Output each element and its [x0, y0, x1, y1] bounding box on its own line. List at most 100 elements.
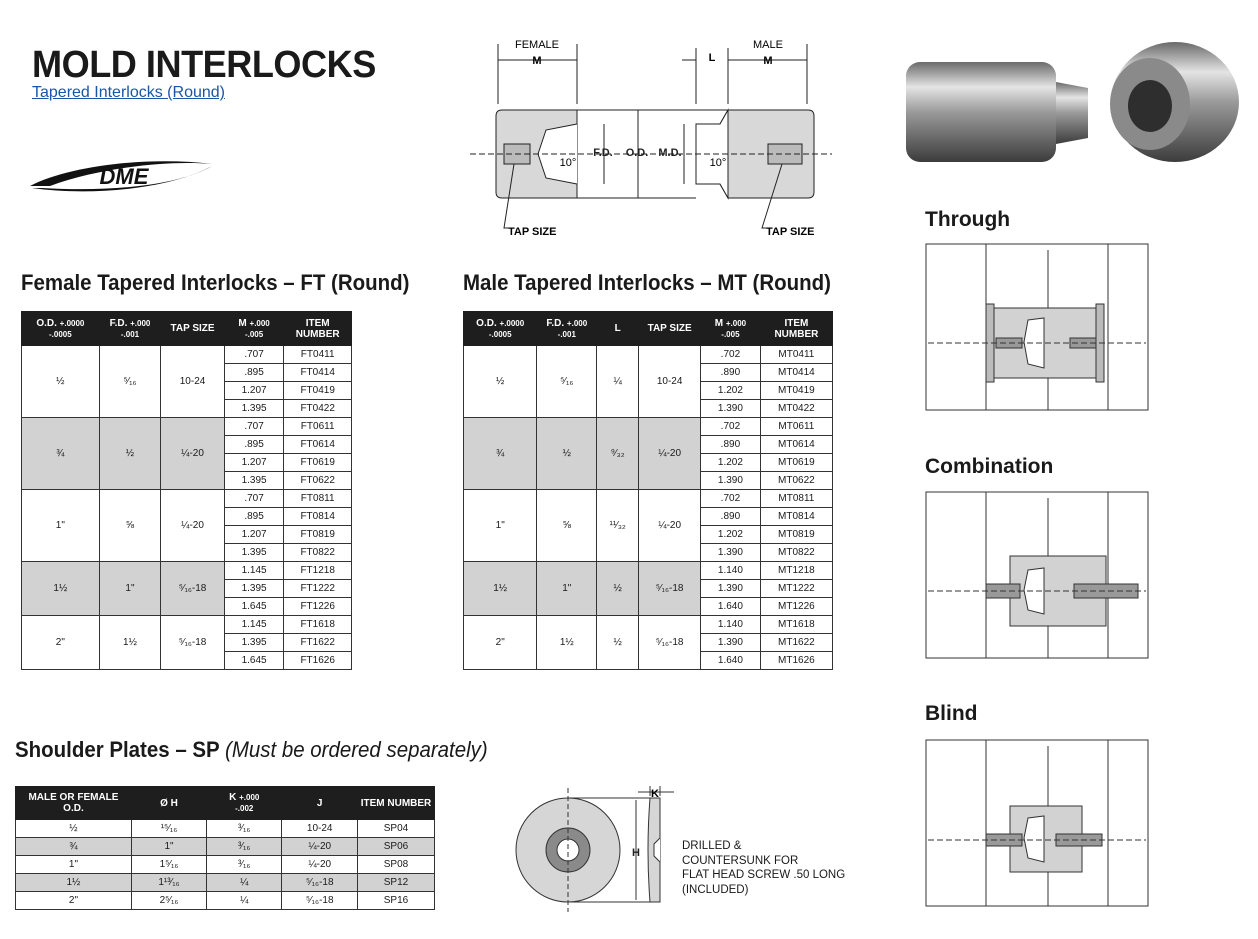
mt-cell-m: 1.140: [700, 561, 761, 580]
female-table: O.D. +.0000-.0005 F.D. +.000-.001 TAP SI…: [21, 311, 352, 670]
subtitle-link[interactable]: Tapered Interlocks (Round): [32, 84, 225, 101]
ft-cell-od: ¾: [21, 417, 100, 490]
mt-cell-m: 1.140: [700, 615, 761, 634]
sp-cell: SP12: [357, 873, 435, 892]
dme-logo: DME: [30, 161, 212, 192]
mt-cell-item: MT1618: [759, 615, 834, 634]
ft-cell-item: FT0811: [283, 489, 352, 508]
page-title: MOLD INTERLOCKS: [32, 44, 376, 86]
mt-cell-m: .890: [700, 435, 761, 454]
mt-cell-l: ¼: [596, 345, 640, 418]
shoulder-heading-note: (Must be ordered separately): [225, 737, 488, 762]
mt-cell-od: ½: [462, 345, 538, 418]
male-table: O.D. +.0000-.0005 F.D. +.000-.001 L TAP …: [462, 311, 834, 670]
sp-cell: ¼-20: [281, 855, 358, 874]
sp-cell: ¼: [206, 891, 283, 910]
mt-cell-item: MT0822: [759, 543, 834, 562]
ft-cell-item: FT0614: [283, 435, 352, 454]
ft-col-fd: F.D. +.000-.001: [98, 311, 162, 346]
mt-cell-item: MT0811: [759, 489, 834, 508]
mt-cell-fd: ⁵⁄₁₆: [536, 345, 598, 418]
mt-cell-m: 1.390: [700, 543, 761, 562]
mt-cell-l: ½: [596, 561, 640, 616]
mt-col-tap: TAP SIZE: [638, 311, 702, 346]
sp-cell: ³⁄₁₆: [206, 819, 283, 838]
l-label: L: [709, 52, 716, 64]
ft-cell-item: FT0414: [283, 363, 352, 382]
mt-cell-item: MT0422: [759, 399, 834, 418]
ft-cell-tap: ⁵⁄₁₆-18: [160, 561, 225, 616]
mt-col-od: O.D. +.0000-.0005: [462, 311, 538, 346]
sp-cell: 1½: [15, 873, 132, 892]
ft-cell-m: .895: [223, 363, 285, 382]
mt-cell-item: MT0411: [759, 345, 834, 364]
ft-col-item: ITEM NUMBER: [283, 311, 352, 346]
mt-cell-m: 1.202: [700, 525, 761, 544]
ft-cell-m: .895: [223, 435, 285, 454]
mt-cell-od: 1": [462, 489, 538, 562]
mt-cell-item: MT0614: [759, 435, 834, 454]
shoulder-heading: Shoulder Plates – SP (Must be ordered se…: [15, 737, 488, 762]
ft-cell-m: 1.207: [223, 525, 285, 544]
mt-col-item: ITEM NUMBER: [759, 311, 834, 346]
ft-cell-od: 1½: [21, 561, 100, 616]
ft-cell-item: FT1218: [283, 561, 352, 580]
tap-size-left: TAP SIZE: [508, 226, 557, 238]
ft-cell-tap: ¼-20: [160, 417, 225, 490]
mt-cell-m: 1.390: [700, 399, 761, 418]
combination-heading: Combination: [925, 455, 1054, 478]
sp-cell: SP16: [357, 891, 435, 910]
ft-cell-m: 1.207: [223, 381, 285, 400]
ft-cell-item: FT1622: [283, 633, 352, 652]
md-label: M.D.: [658, 147, 681, 159]
ft-cell-m: .895: [223, 507, 285, 526]
plate-note: DRILLED & COUNTERSUNK FOR FLAT HEAD SCRE…: [682, 840, 846, 896]
sp-cell: SP04: [357, 819, 435, 838]
ft-cell-m: .707: [223, 345, 285, 364]
sp-cell: SP08: [357, 855, 435, 874]
ft-cell-m: 1.395: [223, 471, 285, 490]
mt-cell-item: MT0414: [759, 363, 834, 382]
ft-cell-fd: ½: [98, 417, 162, 490]
ft-cell-item: FT0411: [283, 345, 352, 364]
ft-cell-item: FT1226: [283, 597, 352, 616]
ft-cell-item: FT0814: [283, 507, 352, 526]
mt-cell-m: .702: [700, 489, 761, 508]
mt-cell-fd: 1": [536, 561, 598, 616]
male-label: MALE: [753, 39, 783, 51]
mt-col-fd: F.D. +.000-.001: [536, 311, 598, 346]
tap-size-right: TAP SIZE: [766, 226, 815, 238]
ft-cell-item: FT1618: [283, 615, 352, 634]
through-heading: Through: [925, 208, 1011, 231]
mt-cell-item: MT0419: [759, 381, 834, 400]
sp-cell: ³⁄₁₆: [206, 837, 283, 856]
mt-cell-fd: ½: [536, 417, 598, 490]
sp-cell: 1⁵⁄₁₆: [130, 855, 208, 874]
mt-cell-m: 1.640: [700, 651, 761, 670]
mt-cell-item: MT1622: [759, 633, 834, 652]
mt-cell-item: MT1222: [759, 579, 834, 598]
sp-col-j: J: [281, 786, 358, 820]
ft-cell-m: 1.395: [223, 399, 285, 418]
mt-cell-od: ¾: [462, 417, 538, 490]
mt-cell-m: 1.390: [700, 579, 761, 598]
mt-col-l: L: [596, 311, 640, 346]
ft-cell-od: ½: [21, 345, 100, 418]
sp-cell: SP06: [357, 837, 435, 856]
mt-cell-od: 1½: [462, 561, 538, 616]
